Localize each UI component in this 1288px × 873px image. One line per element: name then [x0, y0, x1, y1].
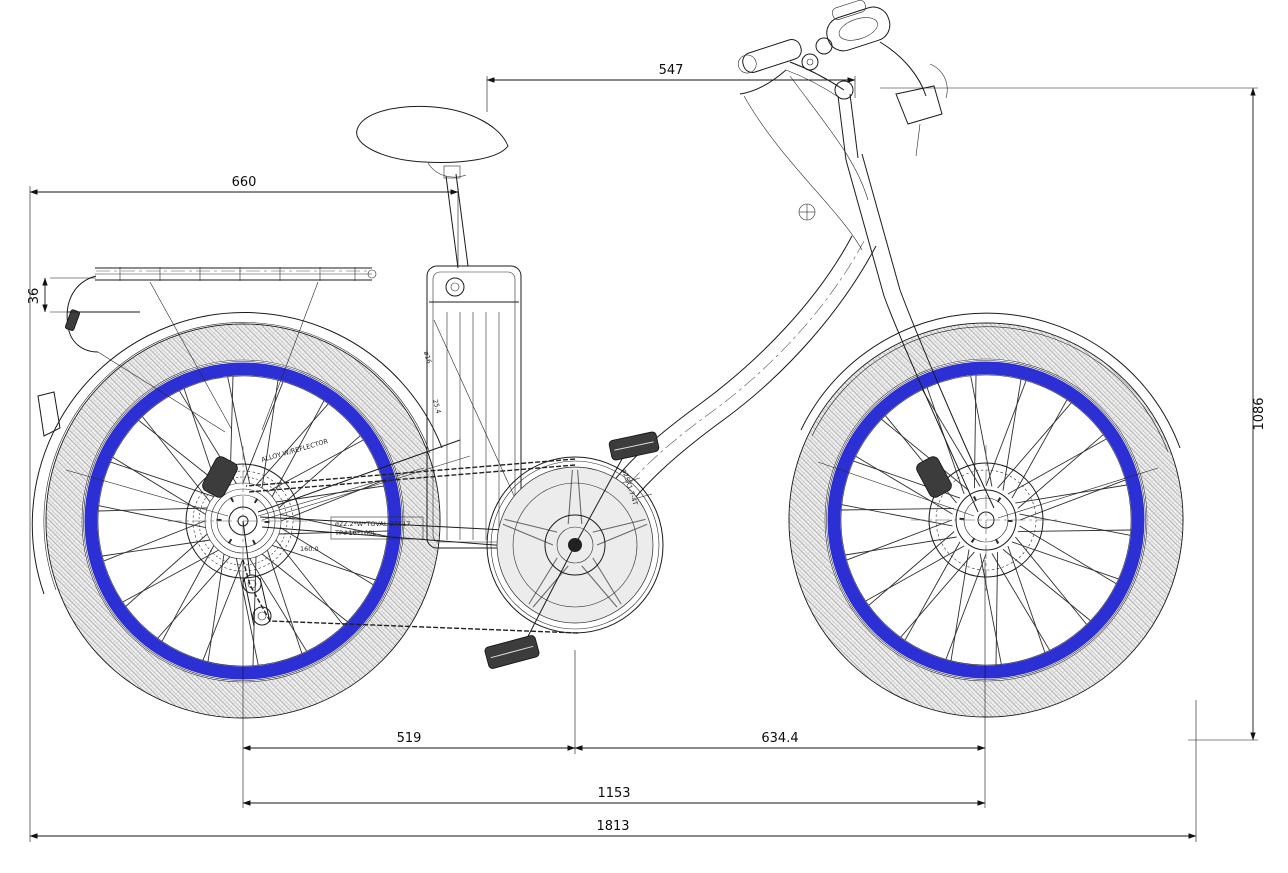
crankset — [484, 431, 664, 669]
rear-spokes — [98, 376, 388, 666]
dim-label-519: 519 — [397, 731, 422, 746]
battery-pack — [426, 265, 522, 549]
dim-label-1813: 1813 — [596, 819, 629, 834]
front-tire-outline — [788, 322, 1184, 718]
dimension-36: 36 — [27, 277, 134, 313]
left-brake-lever — [739, 69, 787, 95]
front-fork — [883, 63, 995, 513]
right-clamp — [815, 37, 833, 55]
battery-lock — [445, 277, 465, 297]
dimension-660: 660 — [29, 175, 459, 266]
note-axle-spec-1: ø22.2*W*TOVAL 27X17 — [335, 520, 411, 528]
pedal-lower — [484, 635, 540, 669]
front-brake-caliper — [916, 456, 952, 498]
right-grip — [826, 0, 891, 52]
stem — [837, 95, 847, 161]
crank-arm-left — [521, 544, 576, 649]
dimension-634: 634.4 — [574, 560, 986, 808]
saddle — [356, 105, 509, 269]
dim-label-634: 634.4 — [761, 731, 798, 746]
dim-label-1086: 1086 — [1252, 397, 1267, 430]
note-axle-spec-2: TP#16*160L — [334, 529, 376, 537]
rear-mudflap — [37, 391, 61, 437]
dimension-1086: 1086 — [880, 87, 1267, 741]
pedal-upper — [608, 431, 660, 461]
seatstay — [257, 439, 461, 513]
left-grip — [737, 39, 802, 74]
bell — [801, 53, 819, 71]
note-post-spec-2: 25.4 — [431, 398, 442, 414]
seat-post — [445, 175, 459, 269]
dimension-519: 519 — [242, 560, 576, 808]
rear-reflector — [64, 309, 80, 331]
head-tube — [845, 159, 885, 297]
right-brake-lever — [879, 41, 927, 97]
rear-fender — [31, 312, 443, 595]
rear-rack — [64, 267, 377, 433]
dimension-1153: 1153 — [242, 786, 986, 806]
handlebar — [737, 0, 927, 251]
dim-label-36: 36 — [27, 288, 42, 305]
dim-label-1153: 1153 — [597, 786, 630, 801]
note-post-spec-1: ø16 — [422, 350, 433, 364]
dimension-547: 547 — [486, 63, 856, 112]
rear-brake-caliper — [202, 456, 238, 498]
crank-arm-right — [574, 447, 629, 546]
dimension-1813: 1813 — [29, 186, 1197, 842]
chain-bottom — [242, 559, 579, 634]
chain-drive — [242, 458, 579, 634]
chain-top — [245, 458, 576, 487]
front-wheel — [788, 322, 1184, 718]
front-tire-tread — [789, 323, 1183, 717]
dim-label-547: 547 — [659, 63, 684, 78]
headlight-bracket — [895, 85, 943, 125]
rear-derailleur — [242, 520, 272, 627]
dim-label-660: 660 — [232, 175, 257, 190]
brake-cable — [789, 75, 869, 201]
front-rim-blue — [827, 361, 1145, 679]
note-axle-spec-3: 160.0 — [300, 545, 319, 553]
front-fender — [800, 312, 1181, 519]
